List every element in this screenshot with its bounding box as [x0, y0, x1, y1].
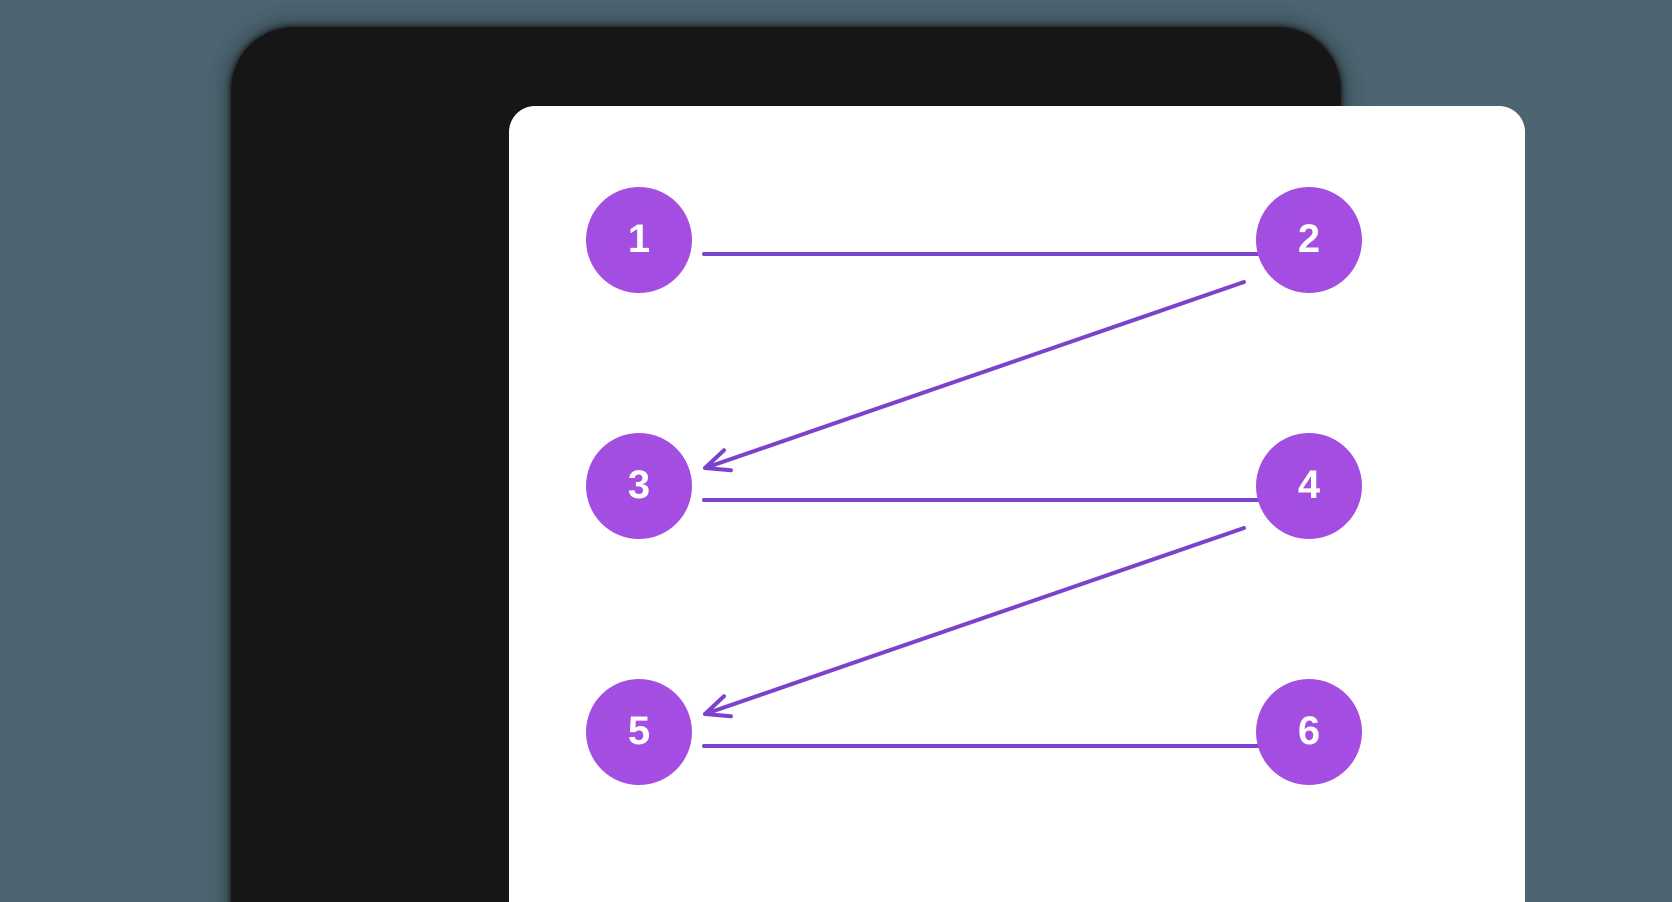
node-label: 3 — [627, 463, 651, 507]
diagram-node-2[interactable]: 2 — [1256, 187, 1362, 293]
diagram-node-6[interactable]: 6 — [1256, 679, 1362, 785]
diagram-node-3[interactable]: 3 — [586, 433, 692, 539]
flow-diagram: 1 2 3 4 5 6 — [509, 106, 1525, 902]
node-label: 2 — [1297, 217, 1321, 261]
device-screen: 1 2 3 4 5 6 — [509, 106, 1525, 902]
edge-line-4-5 — [703, 526, 1246, 716]
diagram-node-1[interactable]: 1 — [586, 187, 692, 293]
node-label: 5 — [627, 709, 651, 753]
node-label: 4 — [1297, 463, 1321, 507]
diagram-node-4[interactable]: 4 — [1256, 433, 1362, 539]
arrowhead-icon — [703, 694, 733, 719]
diagram-node-5[interactable]: 5 — [586, 679, 692, 785]
device-bezel: 1 2 3 4 5 6 — [232, 28, 1525, 902]
edge-line-2-3 — [703, 280, 1246, 470]
node-label: 1 — [627, 217, 651, 261]
arrowhead-icon — [703, 448, 733, 473]
node-label: 6 — [1297, 709, 1321, 753]
